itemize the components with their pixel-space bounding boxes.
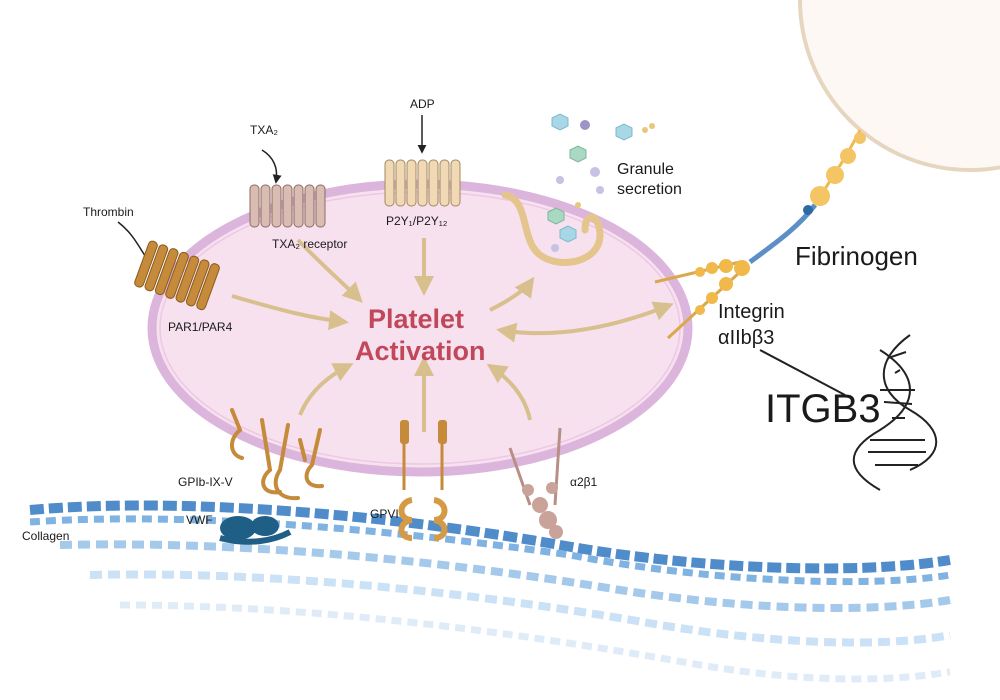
arrow-txa2-to-activation [296, 238, 363, 303]
label-vwf: VWF [186, 513, 213, 527]
arrow-a2b1-to-activation [486, 363, 532, 421]
adjacent-platelet [798, 0, 1000, 172]
arrow-gpib-to-activation [298, 363, 354, 416]
activation-arrows [231, 238, 674, 432]
fibrinogen-icon [748, 129, 866, 265]
label-par: PAR1/PAR4 [168, 320, 233, 334]
granule-icon [547, 113, 655, 252]
label-itgb3: ITGB3 [765, 387, 881, 431]
label-adp: ADP [410, 97, 435, 111]
label-p2y: P2Y₁/P2Y₁₂ [386, 214, 448, 228]
arrow-activation-integrin [496, 301, 674, 343]
arrow-activation-to-granule [489, 276, 535, 312]
label-integrin-line2: αIIbβ3 [718, 327, 774, 349]
label-fibrinogen: Fibrinogen [795, 241, 918, 271]
label-granule-line1: Granule [617, 161, 674, 178]
arrow-par-to-activation [231, 294, 349, 331]
label-thrombin: Thrombin [83, 205, 134, 219]
label-gpvi: GPVI [370, 507, 399, 521]
collagen-fibers [29, 500, 951, 683]
label-txa2: TXA₂ [250, 123, 278, 137]
label-granule-line2: secretion [617, 181, 682, 198]
label-collagen: Collagen [22, 529, 69, 543]
label-integrin-line1: Integrin [718, 301, 785, 323]
p2y-receptor-icon [384, 159, 461, 207]
dna-icon [852, 334, 938, 491]
par-receptor-icon [134, 240, 220, 311]
label-a2b1: α2β1 [570, 475, 598, 489]
integrin-itgb3-connector [759, 349, 846, 396]
a2b1-receptor-icon [508, 427, 563, 539]
title-platelet: Platelet [368, 304, 464, 334]
integrin-icon [654, 259, 750, 340]
vwf-icon [219, 516, 292, 545]
gpib-receptor-icon [230, 408, 324, 501]
label-txa2-receptor: TXA₂ receptor [272, 237, 347, 251]
txa2-receptor-icon [249, 184, 326, 228]
title-activation: Activation [355, 336, 486, 366]
label-gpib: GPIb-IX-V [178, 475, 233, 489]
gpvi-receptor-icon [398, 420, 448, 541]
